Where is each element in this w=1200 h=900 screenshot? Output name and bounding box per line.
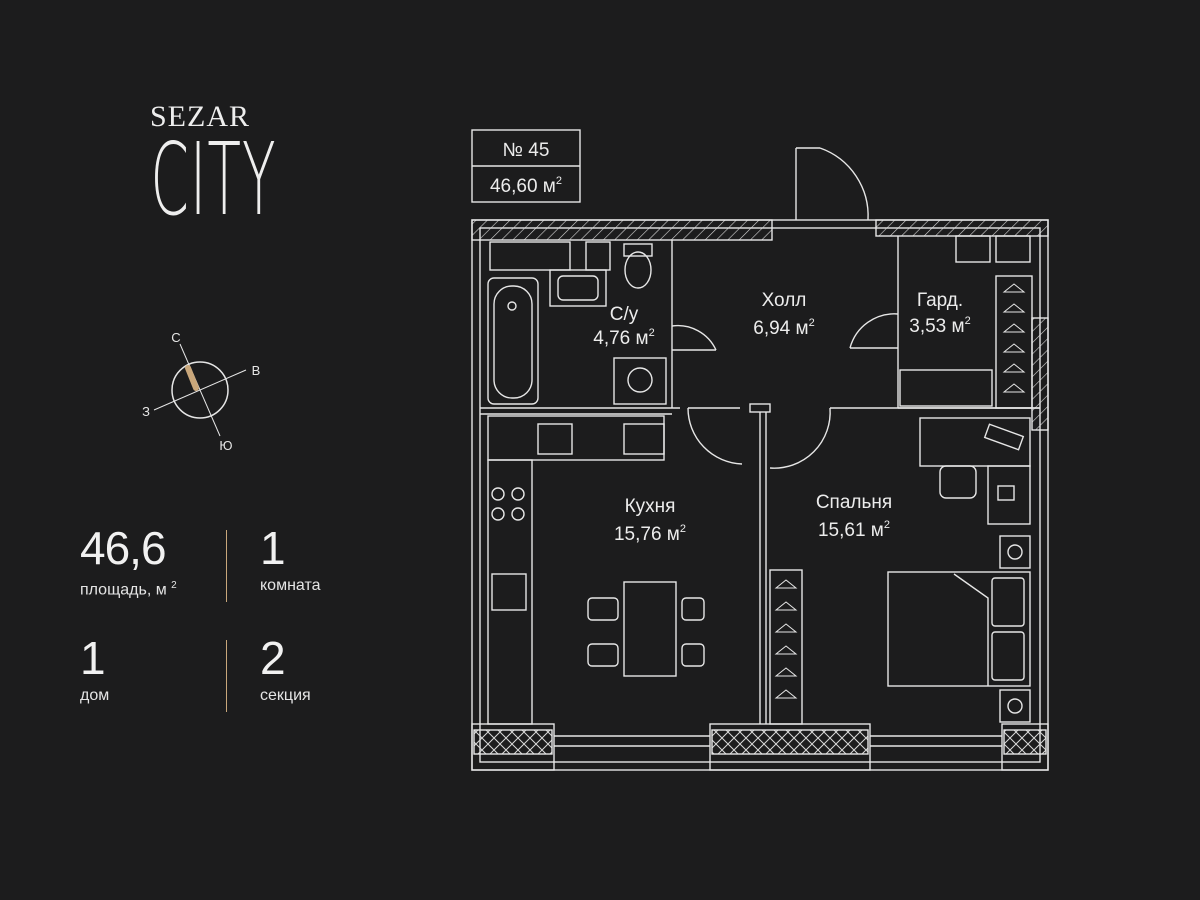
compass-icon: С В Ю З (142, 330, 261, 453)
room-name-wardrobe: Гард. (917, 290, 963, 311)
compass-north: С (171, 330, 180, 345)
room-area-hall: 6,94 м (753, 318, 808, 339)
svg-text:15,76 м2: 15,76 м2 (614, 523, 686, 545)
rooms-label: комната (260, 577, 321, 594)
wall-right (1031, 317, 1049, 431)
logo: SEZAR CITY (110, 100, 290, 230)
area-label: площадь, м (80, 581, 167, 599)
apartment-area-sup: 2 (556, 175, 562, 187)
wardrobe-shelf (899, 369, 993, 407)
room-area-kitchen: 15,76 м (614, 524, 680, 545)
room-name-bathroom: С/у (610, 304, 639, 325)
area-unit-sup: 2 (171, 580, 177, 591)
stat-building: 1 дом (80, 630, 109, 706)
stat-area: 46,6 площадь, м 2 (80, 520, 177, 600)
svg-text:4,76 м2: 4,76 м2 (593, 327, 654, 349)
office-chair (939, 465, 977, 499)
area-value: 46,6 (80, 522, 167, 574)
svg-text:3,53 м2: 3,53 м2 (909, 315, 970, 337)
apartment-number: № 45 (503, 140, 550, 161)
wall-bottom-right (1001, 723, 1049, 771)
room-area-bathroom: 4,76 м (593, 328, 648, 349)
room-name-bedroom: Спальня (816, 492, 892, 513)
keyboard (983, 423, 1025, 451)
stat-section: 2 секция (260, 630, 311, 706)
bathtub (487, 277, 539, 405)
svg-text:15,61 м2: 15,61 м2 (818, 519, 890, 541)
kitchen-door (687, 407, 743, 465)
wall-top-right (875, 219, 1049, 237)
compass-east: В (252, 363, 261, 378)
divider (226, 640, 227, 712)
rooms-value: 1 (260, 522, 286, 574)
nightstand-bottom (999, 689, 1031, 723)
toilet (623, 243, 653, 257)
section-value: 2 (260, 632, 286, 684)
section-label: секция (260, 687, 311, 704)
compass-south: Ю (219, 438, 232, 453)
kitchen-counter-side (487, 459, 533, 725)
wall-top-left (471, 219, 773, 241)
dining-table (623, 581, 677, 677)
bedroom-door (769, 407, 831, 469)
wardrobe-rack (995, 275, 1033, 409)
nightstand-top (999, 535, 1031, 569)
compass-west: З (142, 404, 150, 419)
floor-plan: № 45 46,60 м2 С/у 4,76 м2 Холл 6,94 м2 Г… (471, 129, 1049, 771)
room-area-wardrobe: 3,53 м (909, 316, 964, 337)
logo-brand: SEZAR (149, 100, 250, 133)
bed (887, 571, 1031, 687)
logo-name: CITY (150, 121, 277, 238)
wardrobe-door (849, 313, 899, 349)
bedroom-wardrobe (769, 569, 803, 725)
room-area-bedroom: 15,61 м (818, 520, 884, 541)
bathroom-sink (549, 269, 607, 307)
room-name-kitchen: Кухня (625, 496, 676, 517)
hanger-icons (774, 283, 1026, 699)
desk (987, 465, 1031, 525)
washing-machine (613, 357, 667, 405)
building-value: 1 (80, 632, 106, 684)
room-name-hall: Холл (762, 290, 807, 311)
divider (226, 530, 227, 602)
svg-text:46,60 м2: 46,60 м2 (490, 175, 562, 197)
building-label: дом (80, 687, 110, 704)
bathroom-door (671, 324, 717, 351)
apartment-area: 46,60 м (490, 176, 556, 197)
apartment-stats: 46,6 площадь, м 2 1 комната 1 дом 2 секц… (80, 520, 380, 720)
stat-rooms: 1 комната (260, 520, 321, 596)
svg-text:6,94 м2: 6,94 м2 (753, 317, 814, 339)
